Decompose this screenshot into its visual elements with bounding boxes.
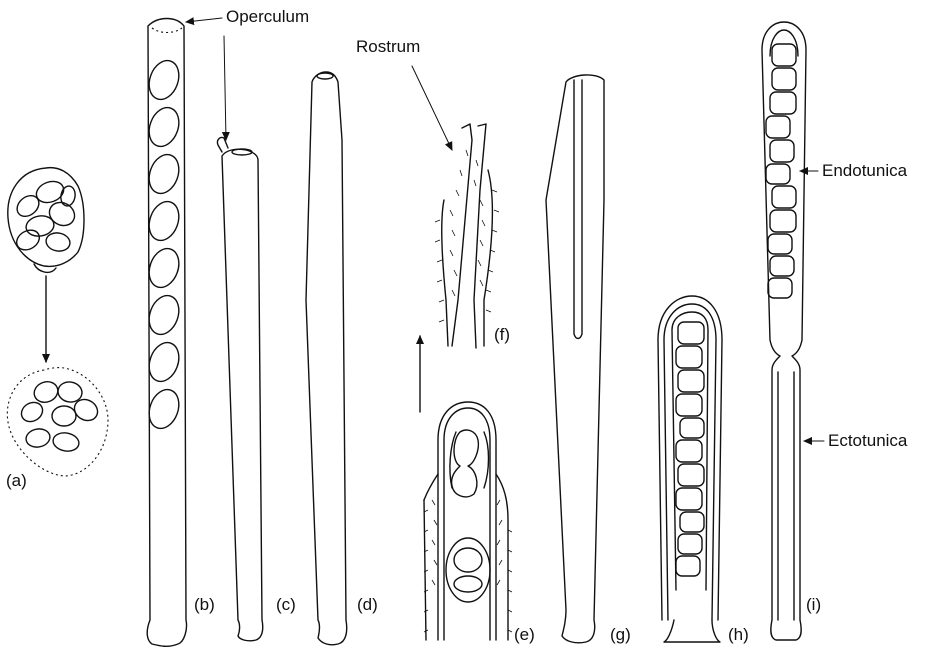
ectotunica-callout: Ectotunica bbox=[804, 431, 908, 450]
ascus-a-intact bbox=[8, 168, 84, 273]
ascus-f: (f) bbox=[435, 124, 510, 348]
ascus-b: (b) bbox=[144, 19, 215, 647]
panel-label-b: (b) bbox=[194, 595, 215, 614]
operculum-arrow-c bbox=[224, 36, 226, 140]
rostrum-callout: Rostrum bbox=[356, 37, 452, 150]
ascus-e-hatching bbox=[424, 500, 512, 632]
operculum-arrow-b bbox=[186, 18, 222, 22]
panel-label-g: (g) bbox=[610, 625, 631, 644]
panel-label-f: (f) bbox=[494, 325, 510, 344]
endotunica-callout: Endotunica bbox=[800, 161, 908, 180]
panel-label-c: (c) bbox=[276, 595, 296, 614]
panel-label-h: (h) bbox=[728, 625, 749, 644]
rostrum-label: Rostrum bbox=[356, 37, 420, 56]
ascus-i: (i) bbox=[762, 22, 821, 640]
endotunica-label: Endotunica bbox=[822, 161, 908, 180]
rostrum-arrow bbox=[412, 66, 452, 150]
panel-label-i: (i) bbox=[806, 595, 821, 614]
ascus-c: (c) bbox=[217, 137, 295, 640]
ascus-e: (e) bbox=[424, 402, 535, 644]
operculum-label: Operculum bbox=[226, 7, 309, 26]
ascus-h: (h) bbox=[658, 296, 749, 644]
panel-label-e: (e) bbox=[514, 625, 535, 644]
ascus-a: (a) bbox=[6, 168, 108, 490]
panel-label-d: (d) bbox=[357, 595, 378, 614]
operculum-callout: Operculum bbox=[186, 7, 309, 140]
ascus-a-opened bbox=[7, 368, 108, 476]
panel-label-a: (a) bbox=[6, 471, 27, 490]
ectotunica-label: Ectotunica bbox=[828, 431, 908, 450]
ascus-g: (g) bbox=[546, 75, 631, 644]
ascus-d: (d) bbox=[306, 72, 378, 645]
